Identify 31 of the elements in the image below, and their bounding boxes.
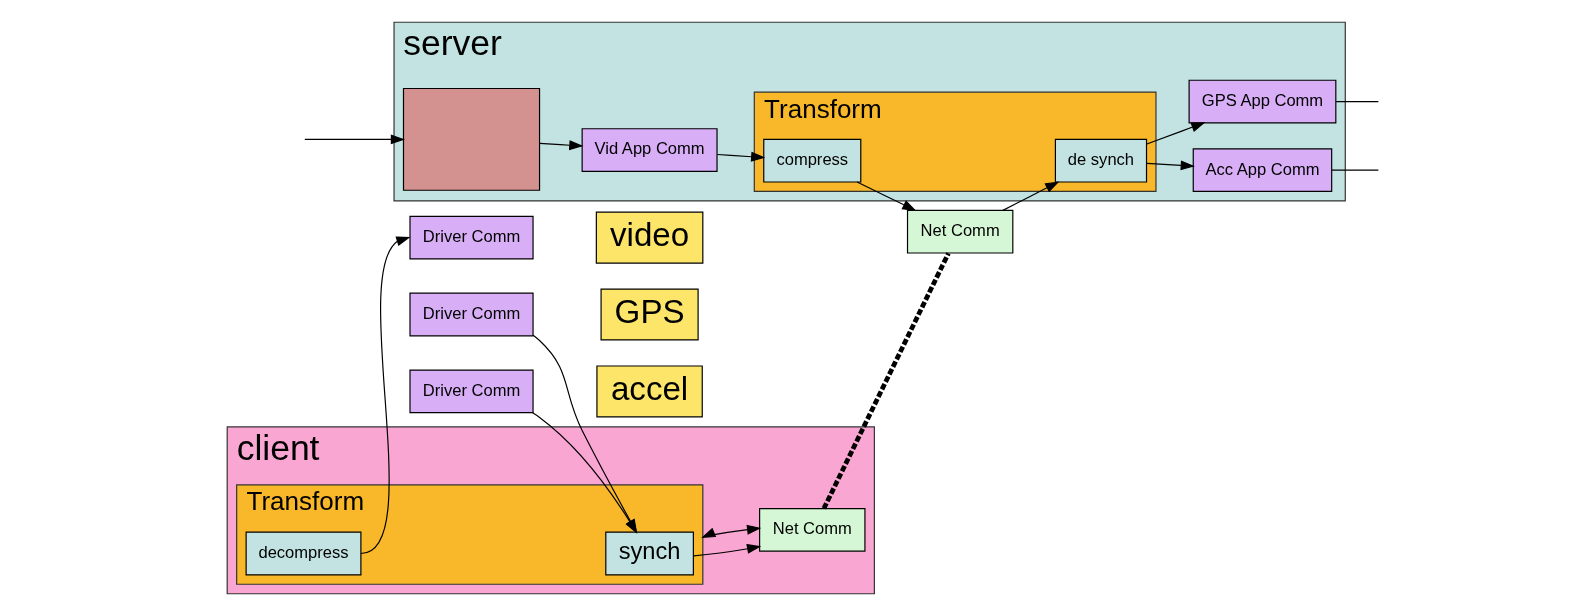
node-box: Acc App Comm <box>1192 148 1332 193</box>
connector <box>1330 169 1379 171</box>
node-box: decompress <box>245 531 361 576</box>
arrow <box>532 334 637 534</box>
arrow <box>1145 122 1205 145</box>
node-box: video <box>595 211 703 264</box>
arrow <box>303 134 405 145</box>
arrow <box>692 543 761 557</box>
node-box: Net Comm <box>906 209 1013 254</box>
arrow <box>716 151 765 162</box>
arrow <box>700 524 761 538</box>
node-box: Driver Comm <box>408 369 534 414</box>
node-box: compress <box>762 138 861 183</box>
arrow <box>856 181 916 211</box>
node-box: Driver Comm <box>408 292 534 337</box>
node-box: Net Comm <box>758 507 865 552</box>
node-box: GPS <box>600 288 699 341</box>
connector <box>1334 100 1379 103</box>
node-box: synch <box>604 531 694 576</box>
arrow <box>538 140 583 151</box>
node-box: de synch <box>1054 138 1147 183</box>
node-box: Vid App Comm <box>581 128 718 172</box>
node-box: accel <box>595 365 703 418</box>
node-box <box>402 87 540 191</box>
arrow <box>359 236 410 555</box>
arrow <box>1145 160 1195 171</box>
arrow <box>531 412 637 534</box>
node-box: GPS App Comm <box>1188 79 1336 124</box>
arrow <box>1001 181 1059 211</box>
node-box: Driver Comm <box>408 215 534 260</box>
connector <box>821 252 951 510</box>
